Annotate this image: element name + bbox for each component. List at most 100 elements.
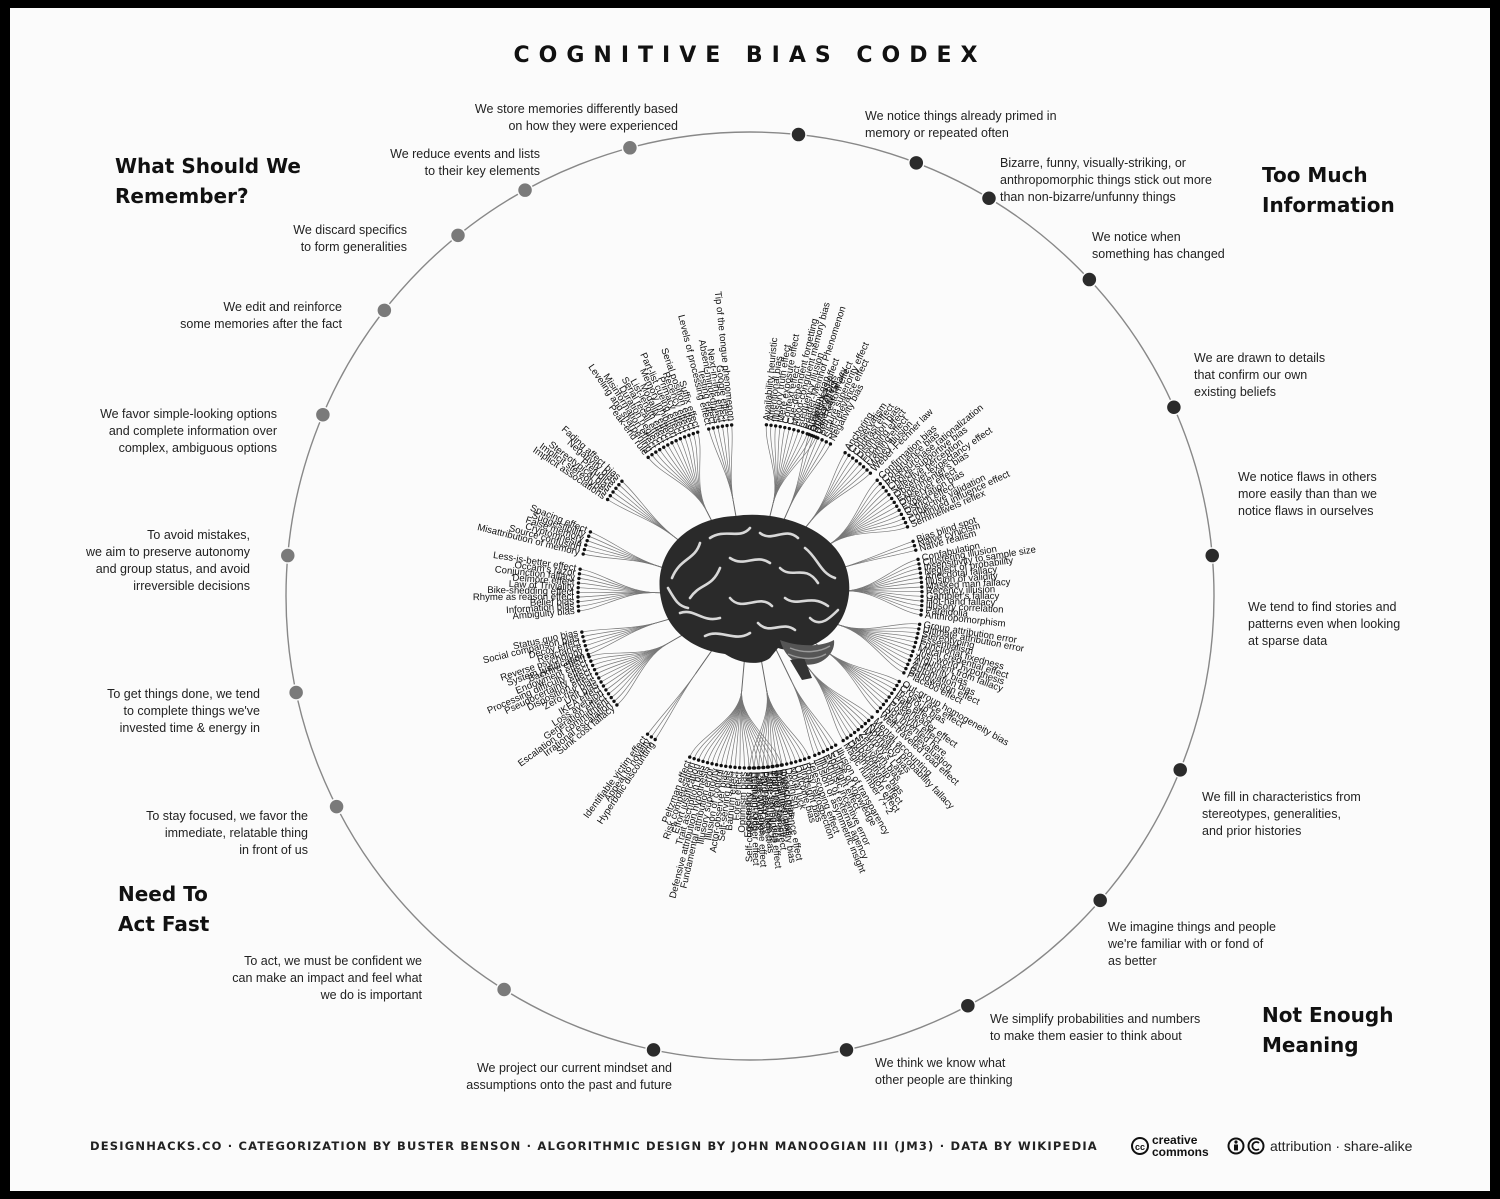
bias-dot (649, 735, 654, 739)
bias-dot (902, 671, 906, 675)
bias-dot (895, 683, 899, 688)
quadrant-title-information: Too Much Information (1262, 163, 1395, 217)
bias-branch (791, 681, 836, 746)
group-label-line: We think we know what (875, 1056, 1006, 1070)
bias-dot (576, 595, 580, 599)
bias-branch (588, 643, 668, 658)
group-label-line: We fill in characteristics from (1202, 790, 1361, 804)
group-label-line: some memories after the fact (180, 317, 342, 331)
bias-branch (654, 673, 696, 740)
bias-branch (826, 651, 900, 682)
bias-dot (899, 512, 904, 517)
bias-dot (852, 730, 857, 735)
bias-branch (829, 490, 887, 545)
group-label-line: to form generalities (301, 240, 407, 254)
bias-branch (741, 690, 778, 766)
group-label-line: that confirm our own (1194, 368, 1307, 382)
bias-branch (809, 669, 866, 724)
bias-branch (844, 590, 921, 616)
bias-dot (843, 450, 847, 455)
bias-branch (702, 690, 743, 762)
cerebellum-shape (780, 640, 835, 665)
group-label-line: on how they were experienced (508, 119, 678, 133)
cc-top-text: creative (1152, 1133, 1198, 1147)
brain-illustration (659, 514, 850, 680)
bias-dot (920, 603, 924, 608)
group-label-line: We store memories differently based (475, 102, 678, 116)
bias-dot (666, 443, 670, 447)
group-dot (287, 684, 305, 701)
bias-label: Restraint bias (749, 772, 762, 831)
bias-dot (861, 465, 866, 469)
bias-dot (919, 580, 924, 585)
bias-dot (865, 468, 869, 472)
group-label-line: we're familiar with or fond of (1107, 937, 1264, 951)
bias-dot (920, 589, 924, 594)
bias-dot (581, 634, 585, 639)
bias-label: Gambler's fallacy (926, 591, 999, 602)
bias-label: Self-consistency bias (744, 772, 755, 862)
bias-dot (856, 727, 860, 732)
bias-group: Bizarre, funny, visually-striking, orant… (805, 154, 1212, 446)
bias-dot (796, 429, 801, 433)
bias-branch (621, 480, 676, 538)
bias-dot (860, 724, 864, 729)
bias-dot (824, 440, 828, 444)
bias-dot (707, 427, 711, 431)
group-label-line: complex, ambiguous options (119, 441, 277, 455)
bias-dot (912, 544, 917, 548)
group-label-line: We project our current mindset and (477, 1061, 672, 1075)
quadrant-title-remember: What Should We Remember? (115, 154, 301, 208)
group-dot (959, 997, 977, 1014)
bias-dot (764, 423, 769, 427)
bias-branch (809, 669, 852, 736)
footer-credits: DESIGNHACKS.CO · CATEGORIZATION BY BUSTE… (90, 1139, 1098, 1153)
bias-dot (903, 520, 908, 525)
bias-dot (582, 639, 586, 643)
bias-dot (576, 590, 580, 595)
bias-dot (645, 732, 650, 736)
bias-label: Bike-shedding effect (487, 585, 574, 598)
bias-branch (578, 592, 656, 612)
bias-dot (720, 424, 725, 428)
bias-branch (590, 531, 660, 567)
group-dot (279, 547, 297, 564)
bias-dot (881, 702, 886, 707)
bias-dot (878, 706, 883, 710)
bias-dot (825, 747, 830, 752)
bias-dot (589, 659, 593, 663)
bias-dot (577, 576, 581, 581)
bias-dot (678, 437, 683, 441)
bias-dot (868, 471, 873, 475)
bias-dot (863, 721, 868, 726)
bias-dot (911, 649, 915, 654)
bias-dot (756, 766, 760, 770)
bias-dot (785, 762, 789, 766)
poster: COGNITIVE BIAS CODEX What Should We Reme… (10, 8, 1490, 1191)
bias-dot (617, 482, 621, 487)
group-label-line: assumptions onto the past and future (466, 1078, 672, 1092)
bias-label: Barnum effect (724, 771, 740, 832)
bias-dot (765, 765, 770, 769)
bias-branch (840, 549, 916, 569)
bias-branch (840, 625, 905, 674)
bias-branch (809, 669, 848, 739)
bias-dot (787, 426, 792, 431)
bias-dot (870, 715, 874, 719)
cc-mark: cc (1135, 1142, 1145, 1152)
license-text: attribution · share-alike (1270, 1138, 1413, 1154)
brain-shape (659, 514, 850, 663)
bias-dot (729, 423, 734, 427)
bias-dot (892, 500, 896, 505)
bias-dot (792, 427, 796, 432)
bias-dot (687, 433, 691, 437)
bias-dot (742, 766, 746, 770)
bias-codex-diagram: COGNITIVE BIAS CODEX What Should We Reme… (85, 43, 1413, 1159)
bias-dot (916, 631, 920, 636)
bias-branch (584, 549, 660, 567)
bias-dot (590, 663, 595, 668)
group-label-line: to their key elements (425, 164, 540, 178)
bias-dot (917, 622, 922, 627)
